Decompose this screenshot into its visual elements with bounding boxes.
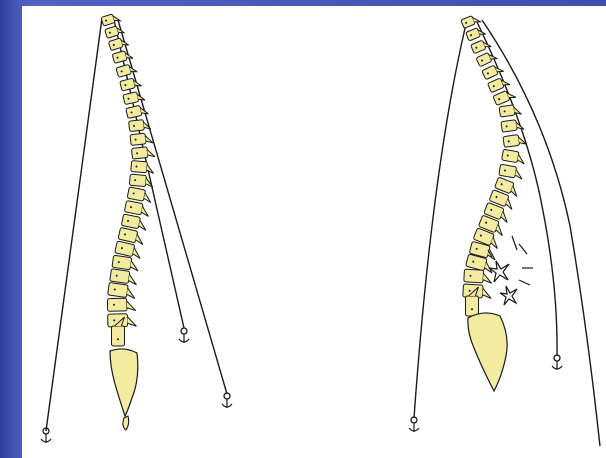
illustration-panel <box>22 6 606 458</box>
right-vertebra <box>476 50 497 67</box>
right-vertebra <box>464 269 493 283</box>
left-vertebral-column <box>101 12 155 346</box>
right-vertebra <box>502 149 526 164</box>
left-anchor-2 <box>179 328 189 343</box>
left-vertebra <box>105 24 125 38</box>
left-vertebra <box>131 161 155 174</box>
left-vertebra <box>108 282 137 298</box>
left-vertebra <box>130 132 153 145</box>
left-vertebra <box>121 214 148 230</box>
right-spine-figure <box>409 13 600 446</box>
left-vertebra <box>107 298 135 311</box>
left-vertebra <box>101 12 120 26</box>
left-anchor-3 <box>222 393 232 408</box>
left-vertebra <box>131 146 154 159</box>
right-vertebra <box>499 104 521 117</box>
left-sacrum <box>110 349 138 416</box>
left-vertebra <box>110 269 138 285</box>
left-vertebra <box>127 187 153 203</box>
right-vertebra <box>482 63 504 80</box>
spine-illustration <box>22 6 606 458</box>
right-vertebra <box>466 26 486 41</box>
right-anchor-1 <box>409 417 419 432</box>
left-spine-figure <box>41 12 232 443</box>
left-vertebra <box>124 200 150 216</box>
right-vertebra <box>471 38 492 54</box>
left-vertebra <box>112 255 140 271</box>
right-anchor-2 <box>552 355 562 370</box>
left-vertebra <box>126 104 149 119</box>
right-vertebra <box>499 164 524 179</box>
right-vertebra <box>461 13 481 28</box>
right-sacrum <box>468 313 507 391</box>
